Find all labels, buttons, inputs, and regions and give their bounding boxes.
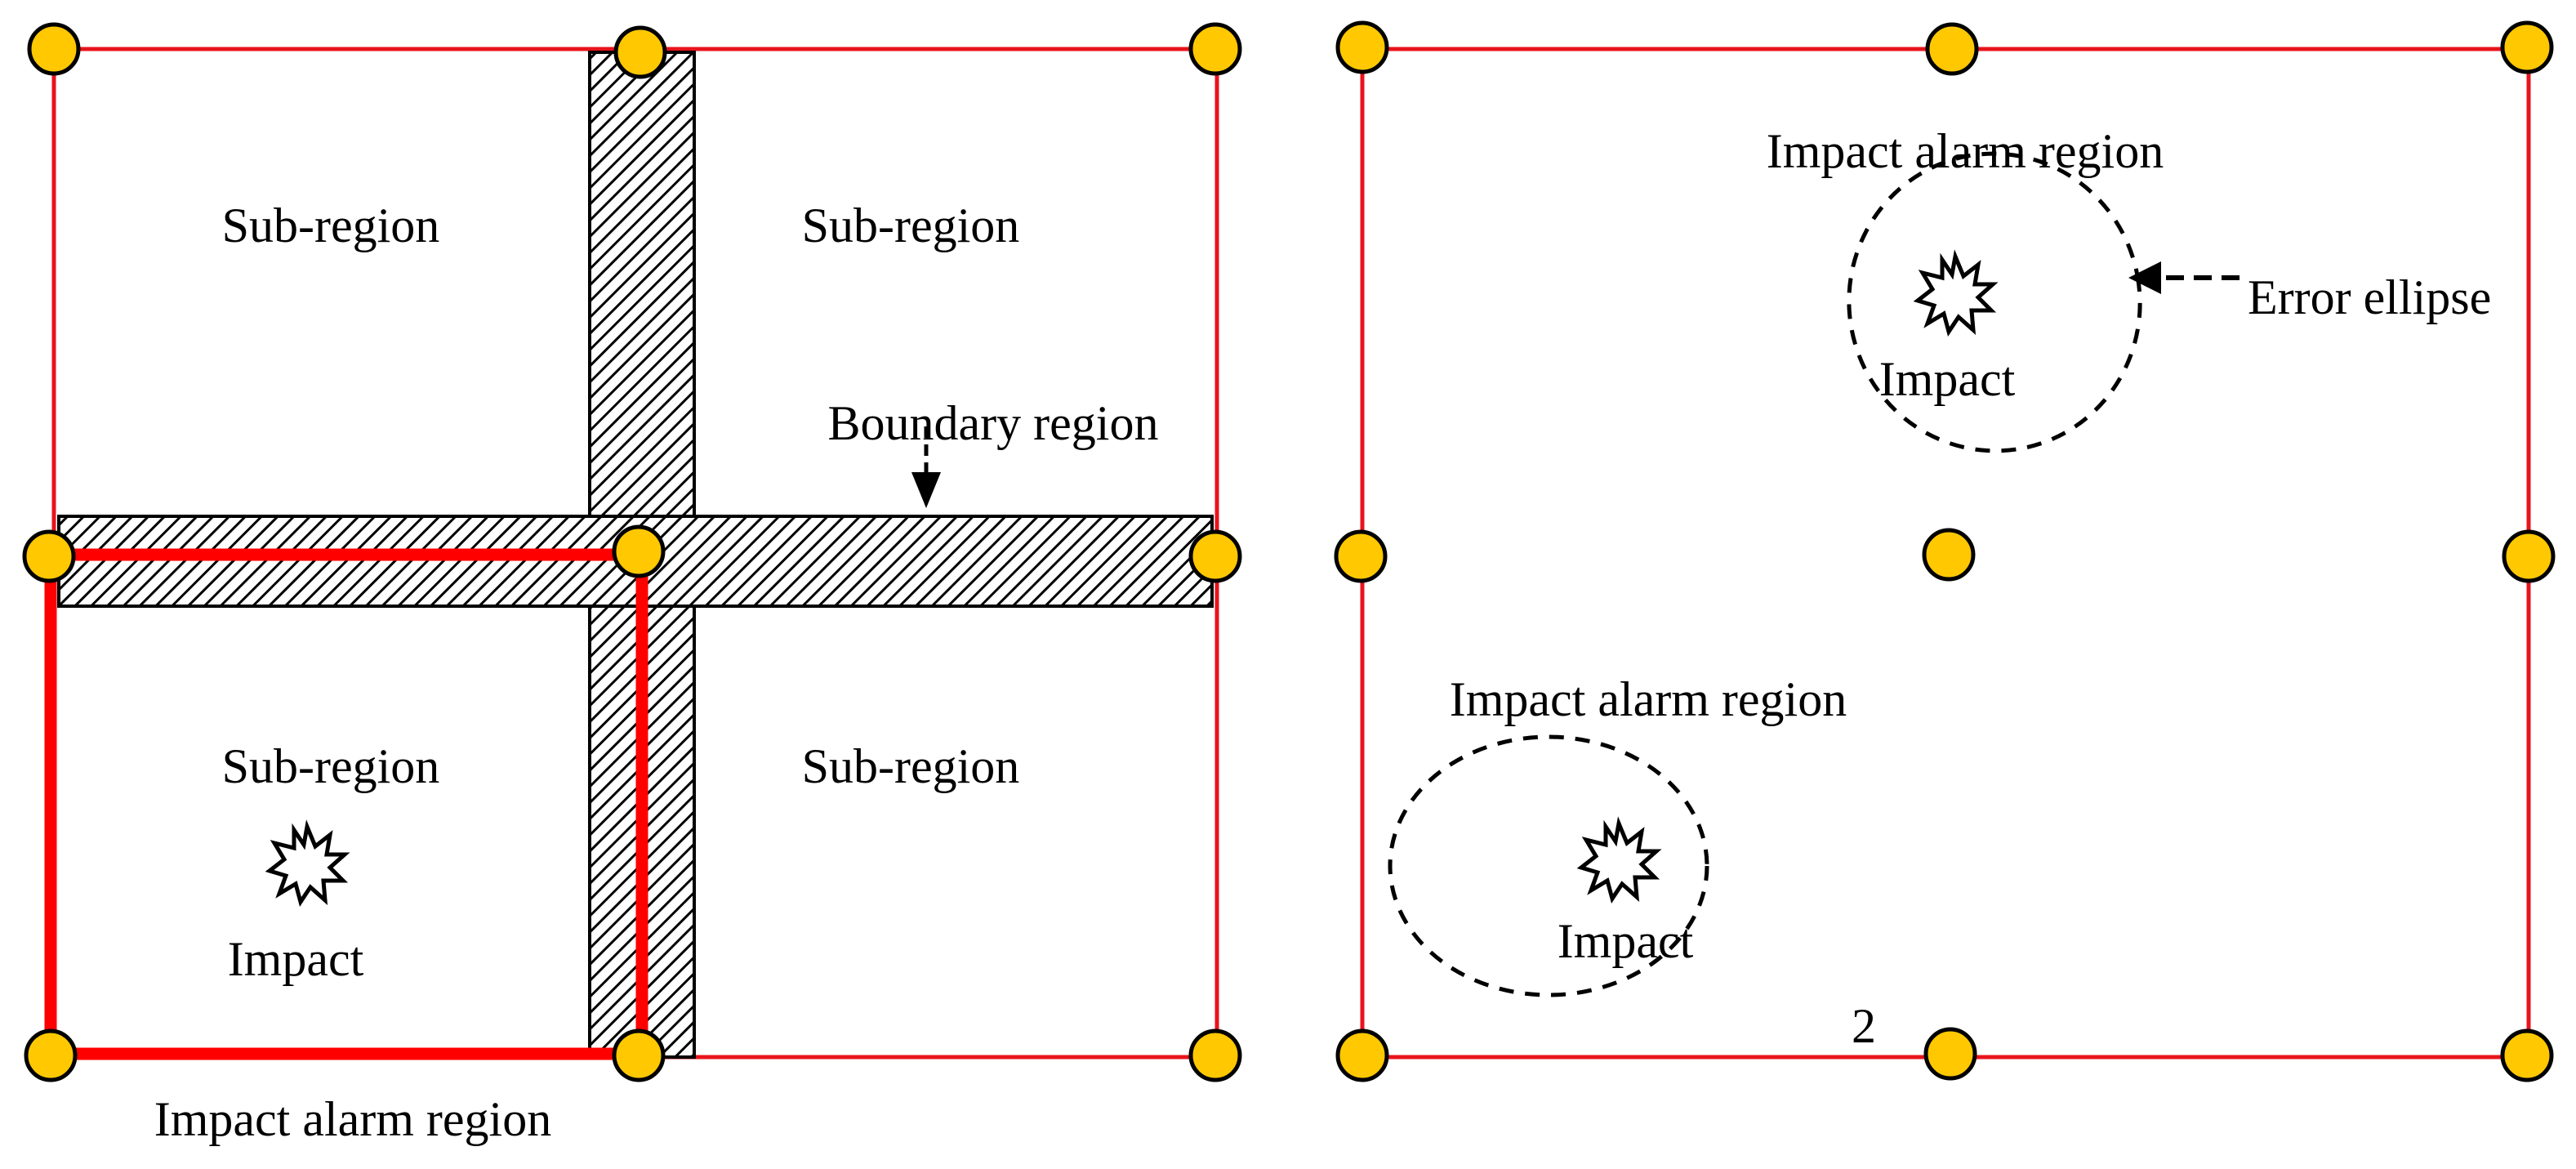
impact-label-bottom: Impact bbox=[1558, 914, 1694, 968]
sensor-node-icon bbox=[1334, 529, 1388, 583]
sensor-node-icon bbox=[1335, 1028, 1389, 1082]
impact-burst-icon bbox=[1581, 823, 1656, 899]
sensor-node-icon bbox=[2500, 1028, 2554, 1082]
arrow-head-icon bbox=[911, 472, 941, 508]
impact-alarm-region-label: Impact alarm region bbox=[154, 1092, 551, 1146]
impact-alarm-region-label-bottom: Impact alarm region bbox=[1450, 672, 1847, 726]
subregion-label: Sub-region bbox=[222, 739, 440, 793]
sensor-node-icon bbox=[1922, 528, 1976, 582]
boundary-region-label: Boundary region bbox=[828, 396, 1159, 450]
sensor-node-icon bbox=[1925, 22, 1979, 76]
impact-burst-icon bbox=[270, 827, 345, 902]
impact-label-top: Impact bbox=[1879, 352, 2016, 406]
impact-label: Impact bbox=[228, 932, 364, 986]
sensor-node-icon bbox=[1188, 1028, 1242, 1082]
sensor-node-icon bbox=[24, 1028, 78, 1082]
subregion-label: Sub-region bbox=[802, 199, 1020, 252]
impact-alarm-region-label-top: Impact alarm region bbox=[1767, 124, 2164, 178]
arrow-head-icon bbox=[2128, 261, 2161, 294]
error-ellipse-bottom bbox=[1388, 734, 1709, 997]
sensor-node-icon bbox=[1188, 529, 1242, 583]
sensor-node-icon bbox=[1923, 1027, 1977, 1081]
sensor-node-icon bbox=[1335, 20, 1389, 74]
subregion-label: Sub-region bbox=[802, 739, 1020, 793]
page-number: 2 bbox=[1852, 999, 1876, 1053]
sensor-node-icon bbox=[612, 1028, 666, 1082]
right-panel: Impact alarm region Impact Error ellipse… bbox=[1334, 20, 2556, 1082]
impact-alarm-region-box bbox=[44, 548, 648, 1060]
error-ellipse-top bbox=[1847, 151, 2142, 453]
sensor-node-icon bbox=[2500, 20, 2554, 74]
subregion-label: Sub-region bbox=[222, 199, 440, 252]
sensor-node-icon bbox=[1188, 22, 1242, 76]
sensor-node-icon bbox=[22, 529, 76, 583]
sensor-node-icon bbox=[612, 524, 666, 578]
left-panel: Sub-region Sub-region Sub-region Sub-reg… bbox=[22, 22, 1242, 1146]
impact-burst-icon bbox=[1918, 257, 1993, 332]
sensor-node-icon bbox=[613, 25, 667, 79]
sensor-node-icon bbox=[27, 22, 81, 76]
error-ellipse-label: Error ellipse bbox=[2248, 270, 2491, 324]
sensor-node-icon bbox=[2502, 529, 2556, 583]
